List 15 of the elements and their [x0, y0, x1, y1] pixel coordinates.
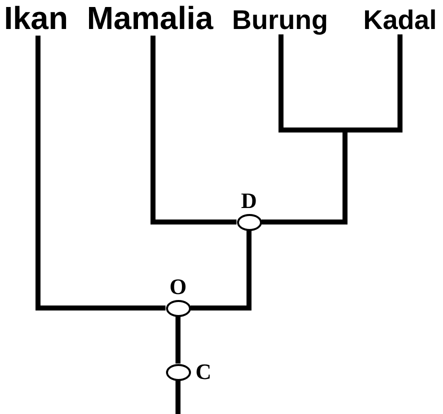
branch-line [176, 380, 180, 414]
node-circle [166, 300, 190, 316]
taxon-label: Burung [232, 6, 328, 34]
branch-line [176, 316, 180, 364]
branch-line [190, 230, 252, 310]
node-letter: C [196, 361, 212, 383]
node-circle [166, 364, 190, 380]
node-letter: D [241, 190, 257, 212]
node-circle [236, 214, 262, 230]
taxon-label: Ikan [4, 2, 68, 36]
taxon-label: Mamalia [86, 2, 214, 36]
taxon-label: Kadal [363, 6, 437, 34]
branch-line [36, 36, 166, 310]
node-letter: O [169, 276, 187, 298]
branch-line [150, 36, 236, 224]
